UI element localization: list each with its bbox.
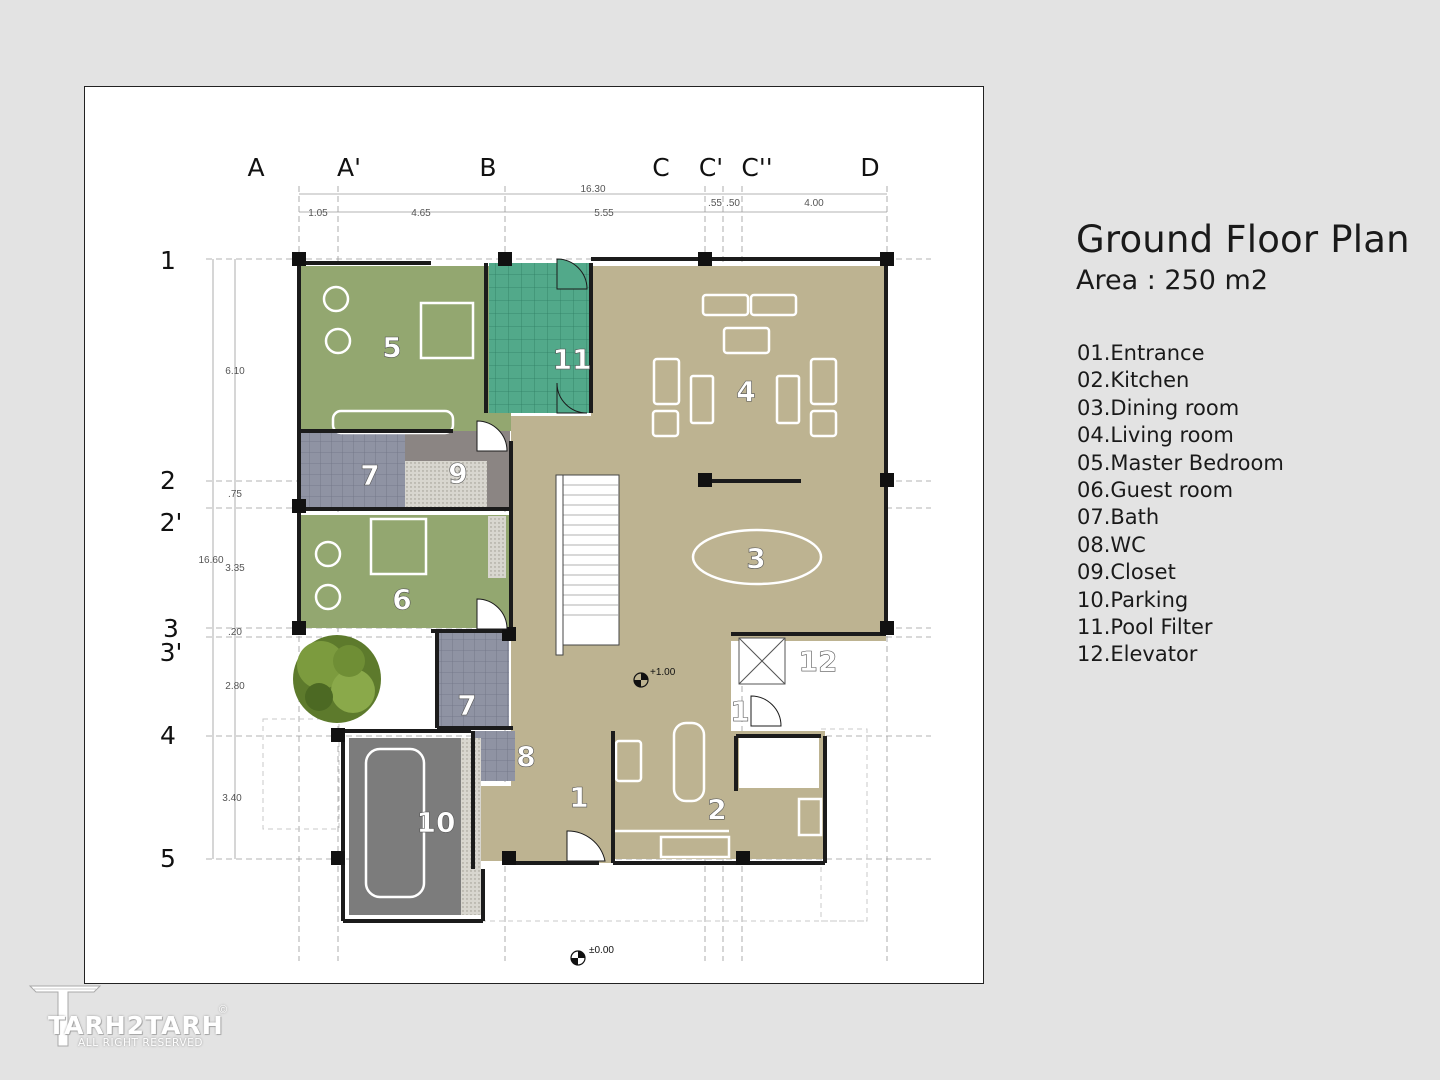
legend-item: 02.Kitchen: [1077, 368, 1190, 393]
dimension-text: .50: [726, 198, 740, 209]
legend-item: 03.Dining room: [1077, 395, 1240, 420]
lower-bath-floor: [437, 631, 509, 728]
level-marker: +1.00: [633, 667, 676, 688]
walls: [297, 257, 888, 923]
grid-column-label: A: [247, 153, 264, 182]
legend-item: 01.Entrance: [1077, 341, 1205, 365]
grid-row-label: 2: [160, 466, 176, 495]
dimension-text: 3.40: [222, 793, 242, 804]
title-block: Ground Floor Plan Area : 250 m2: [1076, 218, 1410, 296]
grid-column-label: C: [652, 153, 669, 182]
grid-row-label: 4: [160, 721, 176, 750]
legend-item: 04.Living room: [1077, 423, 1234, 448]
drawing-sheet: A A' B C C' C'' D 1 2 2' 3 3' 4 5 16.30 …: [84, 86, 984, 984]
upper-bath-floor: [301, 431, 405, 508]
room-number-bath: 7: [360, 459, 379, 492]
grid-row-label: 3': [160, 638, 183, 667]
room-number-living: 4: [736, 375, 755, 408]
legend-item: 08.WC: [1077, 532, 1146, 557]
plan-title: Ground Floor Plan: [1076, 218, 1410, 261]
dimension-text: 5.55: [594, 208, 614, 219]
door-swings: [476, 258, 782, 862]
legend-item: 09.Closet: [1077, 560, 1176, 585]
room-number-pool-filter: 11: [553, 343, 592, 376]
living-floor: [511, 266, 886, 863]
logo-subtext: ALL RIGHT RESERVED: [78, 1037, 204, 1049]
legend-item: 12.Elevator: [1077, 642, 1198, 667]
structural-columns: [292, 252, 894, 865]
dimension-overall-width: 16.30: [580, 184, 605, 195]
room-number-closet: 9: [448, 457, 467, 490]
dimension-text: 4.00: [804, 198, 824, 209]
legend-item: 05.Master Bedroom: [1077, 450, 1284, 475]
dimension-text: 4.65: [411, 208, 431, 219]
room-legend: 01.Entrance 02.Kitchen 03.Dining room 04…: [1077, 340, 1284, 669]
dimension-text: .75: [228, 489, 242, 500]
room-number-entrance: 1: [730, 695, 749, 728]
legend-item: 07.Bath: [1077, 505, 1160, 530]
grid-column-label: B: [479, 153, 496, 182]
parking-floor: [349, 738, 461, 915]
staircase: [555, 474, 620, 656]
grid-row-label: 1: [160, 246, 176, 275]
room-number-bath: 7: [457, 689, 476, 722]
dimension-text: .20: [228, 627, 242, 638]
room-number-dining: 3: [746, 542, 765, 575]
room-number-elevator: 12: [799, 645, 838, 678]
dimension-overall-height: 16.60: [198, 555, 223, 566]
grid-row-label: 5: [160, 844, 176, 873]
legend-item: 11.Pool Filter: [1077, 614, 1213, 639]
room-number-master-bedroom: 5: [382, 331, 401, 364]
grid-column-label: D: [860, 153, 879, 182]
grid-column-label: C'': [741, 153, 772, 182]
dimension-text: 1.05: [308, 208, 328, 219]
logo-icon: [28, 985, 102, 1047]
master-bedroom-floor: [301, 266, 511, 431]
room-number-entrance: 1: [569, 781, 588, 814]
grid-column-label: A': [337, 153, 361, 182]
logo-text: TARH2TARH: [48, 1011, 224, 1040]
level-marker: ±0.00: [570, 945, 614, 966]
level-text: ±0.00: [589, 945, 614, 956]
dimension-text: 3.35: [225, 563, 245, 574]
tree: [293, 635, 381, 723]
copyright-icon: ©: [219, 1004, 228, 1016]
level-text: +1.00: [650, 667, 676, 678]
room-number-kitchen: 2: [707, 793, 726, 826]
dimension-text: 2.80: [225, 681, 245, 692]
room-number-guest-room: 6: [392, 583, 411, 616]
room-number-wc: 8: [516, 740, 535, 773]
guest-room-floor: [301, 515, 511, 628]
furniture-outlines: [314, 285, 838, 899]
legend-item: 06.Guest room: [1077, 477, 1234, 502]
dimension-text: 6.10: [225, 366, 245, 377]
legend-item: 10.Parking: [1077, 587, 1189, 612]
dimension-text: .55: [708, 198, 722, 209]
grid-row-label: 2': [160, 508, 183, 537]
plan-area: Area : 250 m2: [1076, 265, 1268, 296]
room-number-parking: 10: [417, 806, 456, 839]
grid-column-label: C': [699, 153, 723, 182]
grid-row-label: 3: [163, 614, 179, 643]
floor-plan-drawing: A A' B C C' C'' D 1 2 2' 3 3' 4 5 16.30 …: [160, 153, 931, 966]
